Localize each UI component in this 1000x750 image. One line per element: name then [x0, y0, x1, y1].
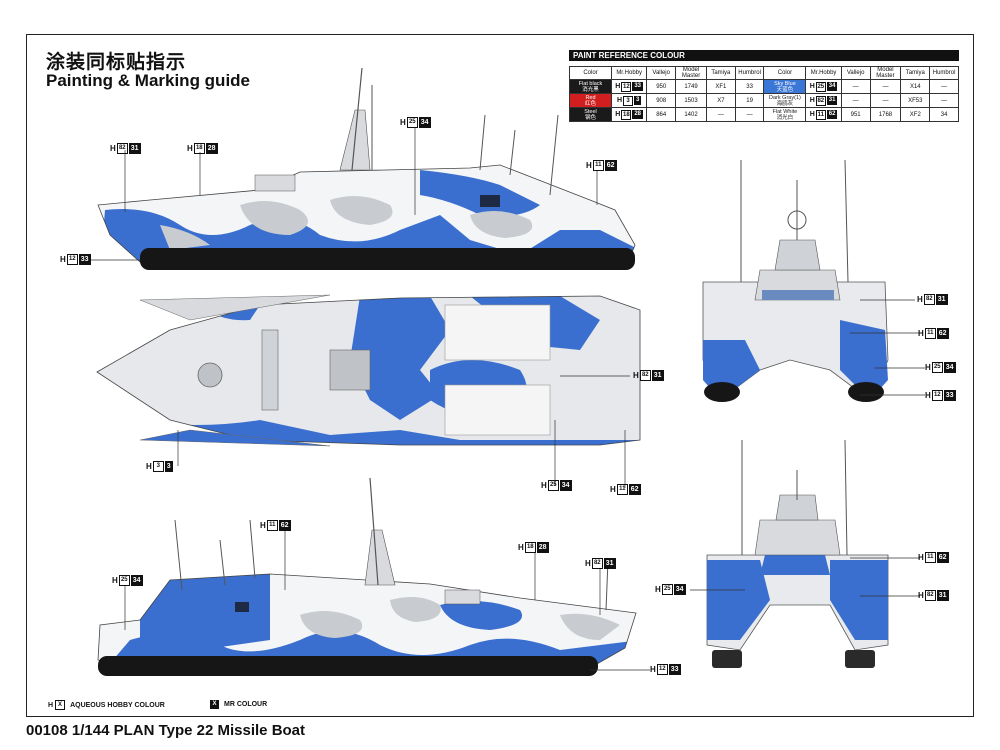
title-chinese: 涂装同标贴指示: [46, 52, 187, 73]
side-view-2: [97, 477, 637, 676]
paint-table-header: Color Mr.Hobby Vallejo Model Master Tami…: [569, 66, 959, 80]
swatch-dark-gray: Dark Gray(1)海鸥灰: [763, 93, 807, 108]
leader-lines: [90, 128, 925, 671]
legend-aqueous-label: AQUEOUS HOBBY COLOUR: [70, 701, 165, 709]
side-view-1: [97, 67, 636, 270]
guide-frame: [26, 34, 974, 717]
title-english: Painting & Marking guide: [46, 71, 251, 90]
legend-mr: X MR COLOUR: [210, 700, 267, 709]
rear-view: [706, 439, 889, 668]
paint-table: Color Mr.Hobby Vallejo Model Master Tami…: [569, 66, 959, 122]
legend-mr-label: MR COLOUR: [224, 701, 268, 708]
legend-aqueous-symbol: X: [55, 700, 66, 710]
paint-reference-table: PAINT REFERENCE COLOUR Color Mr.Hobby Va…: [569, 50, 959, 122]
footer-title: 00108 1/144 PLAN Type 22 Missile Boat: [26, 722, 306, 739]
legend-mr-symbol: X: [210, 700, 219, 709]
top-view: [96, 294, 641, 447]
paint-table-title: PAINT REFERENCE COLOUR: [569, 50, 959, 61]
front-view: [702, 159, 889, 402]
